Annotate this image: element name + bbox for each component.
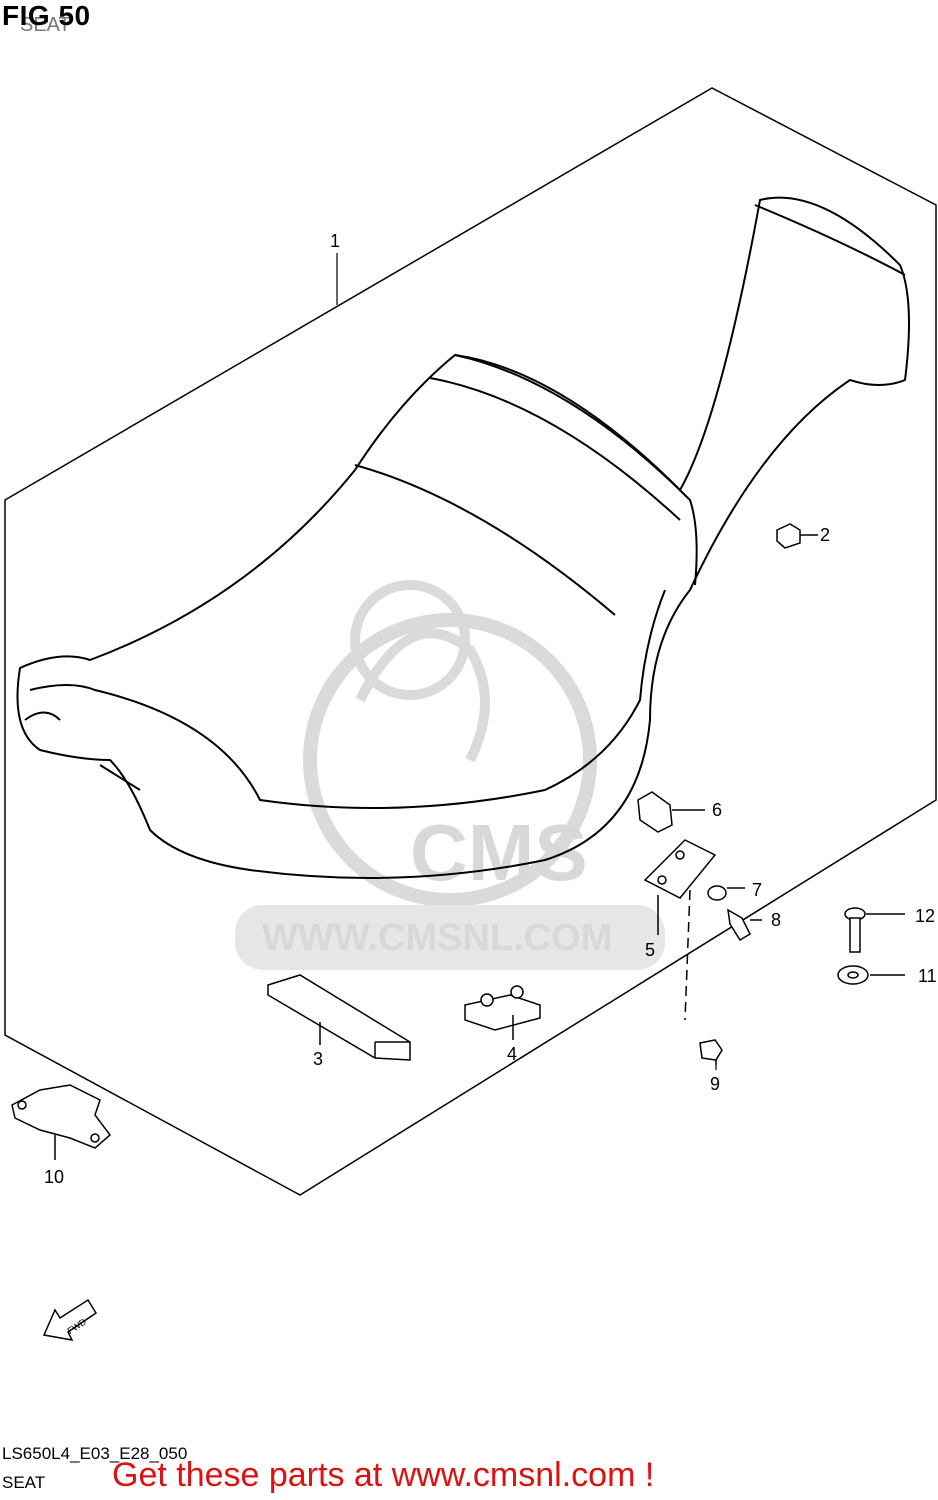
fwd-arrow-icon: FWD bbox=[42, 1298, 98, 1342]
promo-link[interactable]: Get these parts at www.cmsnl.com ! bbox=[112, 1456, 655, 1494]
leader-lines bbox=[336, 253, 717, 1070]
washer-part-11 bbox=[837, 965, 905, 985]
callout-6: 6 bbox=[712, 800, 722, 820]
washer-part-7 bbox=[707, 885, 745, 901]
assembly-frame bbox=[4, 87, 937, 1196]
watermark-logo-text: CMS bbox=[410, 808, 588, 897]
figure-subtitle: SEAT bbox=[20, 14, 71, 36]
callout-11: 11 bbox=[918, 966, 937, 986]
bracket-part-5 bbox=[643, 839, 717, 1021]
callout-4: 4 bbox=[507, 1044, 517, 1064]
cmsnl-watermark: CMS WWW.CMSNL.COM bbox=[235, 580, 665, 970]
callout-9: 9 bbox=[710, 1074, 720, 1094]
callout-2: 2 bbox=[820, 525, 830, 545]
figure-title: FIG 50 bbox=[2, 0, 91, 31]
callout-7: 7 bbox=[752, 880, 762, 900]
callout-10: 10 bbox=[44, 1167, 64, 1187]
callout-8: 8 bbox=[771, 910, 781, 930]
bracket-part-10 bbox=[11, 1084, 112, 1160]
watermark-url-text: WWW.CMSNL.COM bbox=[262, 917, 612, 959]
callout-3: 3 bbox=[313, 1049, 323, 1069]
diagram-code: LS650L4_E03_E28_050 bbox=[2, 1444, 188, 1463]
callout-labels: 1 2 3 4 5 6 7 8 9 10 11 12 bbox=[44, 231, 937, 1187]
callout-5: 5 bbox=[645, 940, 655, 960]
seat-part bbox=[16, 196, 910, 879]
diagram-name: SEAT bbox=[2, 1473, 46, 1492]
callout-1: 1 bbox=[330, 231, 340, 251]
screw-part-12 bbox=[844, 907, 905, 953]
bolt-part-8 bbox=[727, 908, 762, 942]
bolt-part-9 bbox=[699, 1039, 723, 1065]
callout-12: 12 bbox=[915, 906, 935, 926]
pad-part-3 bbox=[267, 974, 411, 1061]
damper-part-4 bbox=[464, 985, 541, 1040]
clip-part-6 bbox=[637, 791, 705, 833]
nut-part-2 bbox=[776, 523, 818, 549]
